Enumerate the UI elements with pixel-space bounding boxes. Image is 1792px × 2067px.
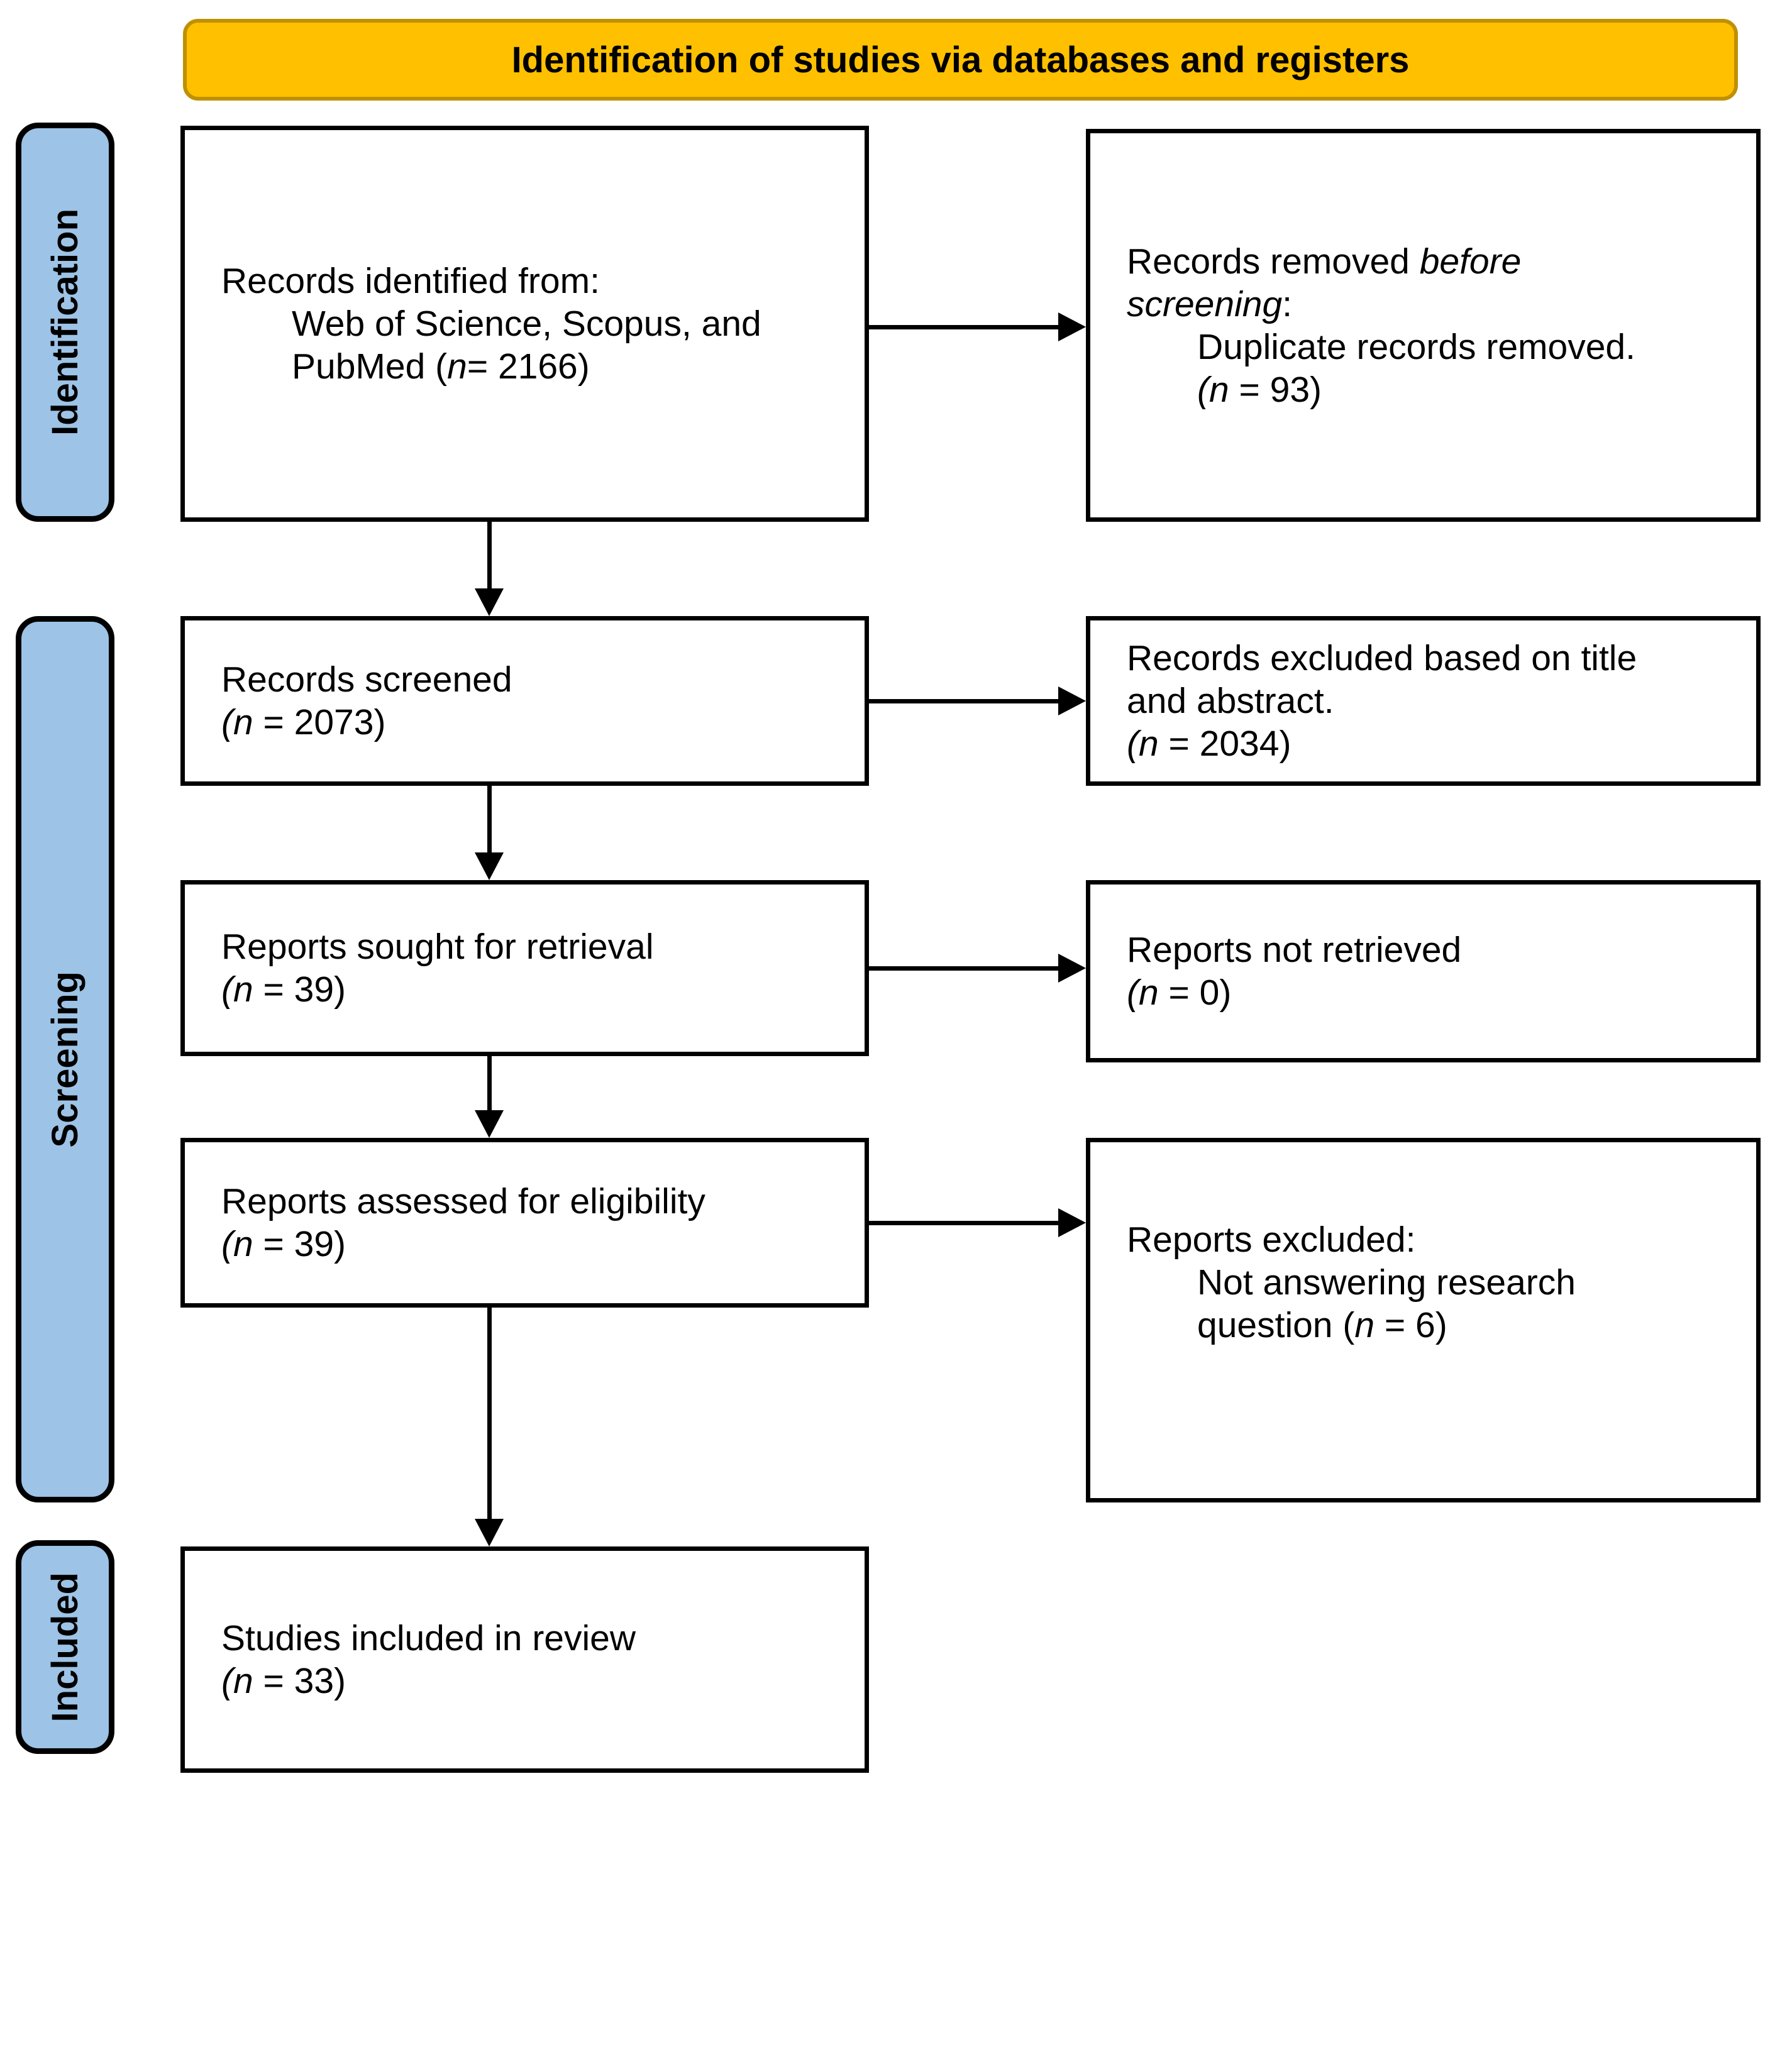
text-segment: = 33) [253,1661,346,1701]
text-line: (n = 2034) [1127,722,1731,765]
text-segment: (n [221,702,253,742]
arrow-identified-to-screened-head [475,588,504,616]
stage-label-included-text: Included [45,1572,86,1723]
arrow-sought-to-assessed-line [487,1056,492,1110]
text-line: (n = 93) [1127,368,1731,411]
text-line: screening: [1127,283,1731,326]
text-line: (n = 39) [221,1223,839,1265]
text-segment: question ( [1197,1305,1355,1345]
box-reports-sought: Reports sought for retrieval(n = 39) [180,880,869,1056]
text-segment: Reports not retrieved [1127,930,1462,970]
text-segment: n [447,346,467,387]
text-segment: screening [1127,284,1283,324]
arrow-sought-to-notretrieved-line [869,966,1059,971]
text-segment: Not answering research [1197,1262,1576,1303]
stage-label-identification-text: Identification [45,209,86,436]
text-line: Records removed before [1127,240,1731,283]
text-line: Reports not retrieved [1127,929,1731,971]
arrow-screened-to-excluded-head [1058,686,1086,715]
text-segment: = 2073) [253,702,386,742]
text-segment: PubMed ( [292,346,448,387]
arrow-identified-to-removed-line [869,325,1059,329]
arrow-assessed-to-reportsexcluded-head [1058,1208,1086,1237]
arrow-sought-to-notretrieved-head [1058,954,1086,983]
text-segment: and abstract. [1127,681,1334,721]
box-studies-included: Studies included in review(n = 33) [180,1546,869,1773]
box-reports-not-retrieved: Reports not retrieved(n = 0) [1086,880,1761,1062]
text-line: (n = 2073) [221,701,839,744]
arrow-assessed-to-included-head [475,1519,504,1546]
text-segment: Web of Science, Scopus, and [292,304,761,344]
text-segment: Studies included in review [221,1618,636,1658]
text-segment: = 2034) [1158,724,1291,764]
stage-label-screening: Screening [16,616,114,1502]
text-segment: (n [1127,973,1159,1013]
text-line: (n = 39) [221,968,839,1011]
text-segment: (n [221,1661,253,1701]
box-records-identified: Records identified from:Web of Science, … [180,126,869,522]
text-line: Records screened [221,658,839,701]
arrow-identified-to-screened-line [487,522,492,588]
text-line: question (n = 6) [1127,1304,1731,1347]
text-segment: (n [221,969,253,1010]
title-banner-label: Identification of studies via databases … [511,39,1410,80]
text-segment: : [1282,284,1292,324]
text-line: Records identified from: [221,260,839,302]
text-segment: (n [221,1224,253,1264]
text-line: Reports excluded: [1127,1218,1731,1261]
text-line: Records excluded based on title [1127,637,1731,680]
text-line: and abstract. [1127,680,1731,722]
text-segment: = 39) [253,969,346,1010]
text-line: (n = 33) [221,1660,839,1702]
box-reports-assessed: Reports assessed for eligibility(n = 39) [180,1138,869,1308]
text-segment: Reports excluded: [1127,1220,1416,1260]
text-line: Duplicate records removed. [1127,326,1731,368]
arrow-assessed-to-included-line [487,1308,492,1519]
arrow-assessed-to-reportsexcluded-line [869,1221,1059,1225]
box-records-screened: Records screened(n = 2073) [180,616,869,786]
text-line: PubMed (n= 2166) [221,345,839,388]
text-segment: Records screened [221,659,512,700]
text-line: Studies included in review [221,1617,839,1660]
text-segment: Records excluded based on title [1127,638,1637,678]
text-segment: Reports sought for retrieval [221,927,654,967]
text-line: Web of Science, Scopus, and [221,302,839,345]
arrow-screened-to-sought-head [475,852,504,880]
stage-label-included: Included [16,1540,114,1754]
text-segment: = 93) [1229,369,1322,410]
text-segment: = 39) [253,1224,346,1264]
arrow-screened-to-excluded-line [869,699,1059,703]
text-segment: Records identified from: [221,261,600,301]
text-line: Not answering research [1127,1261,1731,1304]
text-segment: = 2166) [467,346,590,387]
text-segment: = 6) [1374,1305,1447,1345]
text-line: Reports assessed for eligibility [221,1180,839,1223]
text-segment: before [1419,241,1522,282]
text-segment: n [1354,1305,1375,1345]
arrow-screened-to-sought-line [487,786,492,852]
text-segment: Reports assessed for eligibility [221,1181,705,1221]
text-line: Reports sought for retrieval [221,925,839,968]
stage-label-screening-text: Screening [45,971,86,1148]
stage-label-identification: Identification [16,123,114,522]
title-banner: Identification of studies via databases … [183,19,1738,101]
text-segment: (n [1127,724,1159,764]
text-segment: Duplicate records removed. [1197,326,1635,367]
text-segment: (n [1197,369,1229,410]
arrow-sought-to-assessed-head [475,1110,504,1138]
text-segment: = 0) [1158,973,1232,1013]
text-line: (n = 0) [1127,971,1731,1014]
text-segment: Records removed [1127,241,1420,282]
arrow-identified-to-removed-head [1058,312,1086,341]
